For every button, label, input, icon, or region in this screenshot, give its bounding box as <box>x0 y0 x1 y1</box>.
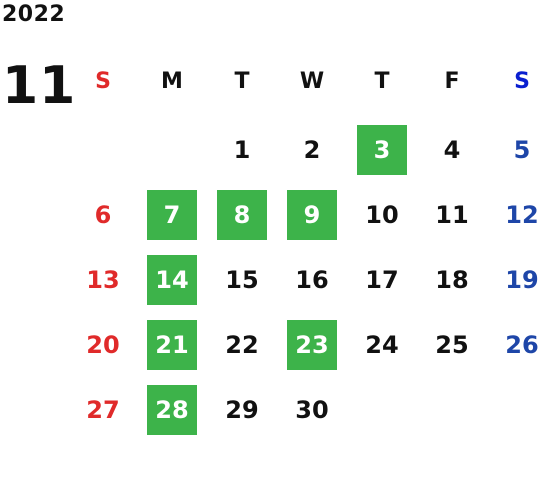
day-cell[interactable]: 2 <box>303 136 321 164</box>
day-cell[interactable]: 9 <box>287 190 337 240</box>
day-cell[interactable]: 8 <box>217 190 267 240</box>
day-cell[interactable]: 7 <box>147 190 197 240</box>
day-cell[interactable]: 30 <box>295 396 329 424</box>
day-cell[interactable]: 1 <box>233 136 251 164</box>
day-cell[interactable]: 21 <box>147 320 197 370</box>
day-cell[interactable]: 11 <box>435 201 469 229</box>
day-cell[interactable]: 27 <box>86 396 120 424</box>
day-cell[interactable]: 17 <box>365 266 399 294</box>
day-cell[interactable]: 19 <box>505 266 539 294</box>
day-cell[interactable]: 29 <box>225 396 259 424</box>
weekday-sun: S <box>95 69 111 94</box>
day-cell[interactable]: 13 <box>86 266 120 294</box>
day-cell[interactable]: 24 <box>365 331 399 359</box>
day-cell[interactable]: 4 <box>443 136 461 164</box>
day-cell[interactable]: 18 <box>435 266 469 294</box>
day-cell[interactable]: 16 <box>295 266 329 294</box>
day-cell[interactable]: 12 <box>505 201 539 229</box>
weekday-sat: S <box>514 69 530 94</box>
day-cell[interactable]: 26 <box>505 331 539 359</box>
day-cell[interactable]: 14 <box>147 255 197 305</box>
day-cell[interactable]: 15 <box>225 266 259 294</box>
weekday-mon: M <box>161 69 183 94</box>
weekday-fri: F <box>444 69 460 94</box>
day-cell[interactable]: 20 <box>86 331 120 359</box>
day-cell[interactable]: 22 <box>225 331 259 359</box>
weekday-tue: T <box>234 69 250 94</box>
day-cell[interactable]: 3 <box>357 125 407 175</box>
day-cell[interactable]: 23 <box>287 320 337 370</box>
day-cell[interactable]: 10 <box>365 201 399 229</box>
weekday-wed: W <box>299 69 325 94</box>
day-cell[interactable]: 28 <box>147 385 197 435</box>
day-cell[interactable]: 6 <box>94 201 112 229</box>
day-cell[interactable]: 5 <box>513 136 531 164</box>
year-label: 2022 <box>2 2 66 27</box>
month-label: 11 <box>2 56 77 116</box>
day-cell[interactable]: 25 <box>435 331 469 359</box>
weekday-header: S M T W T F S <box>0 60 548 104</box>
weekday-thu: T <box>374 69 390 94</box>
